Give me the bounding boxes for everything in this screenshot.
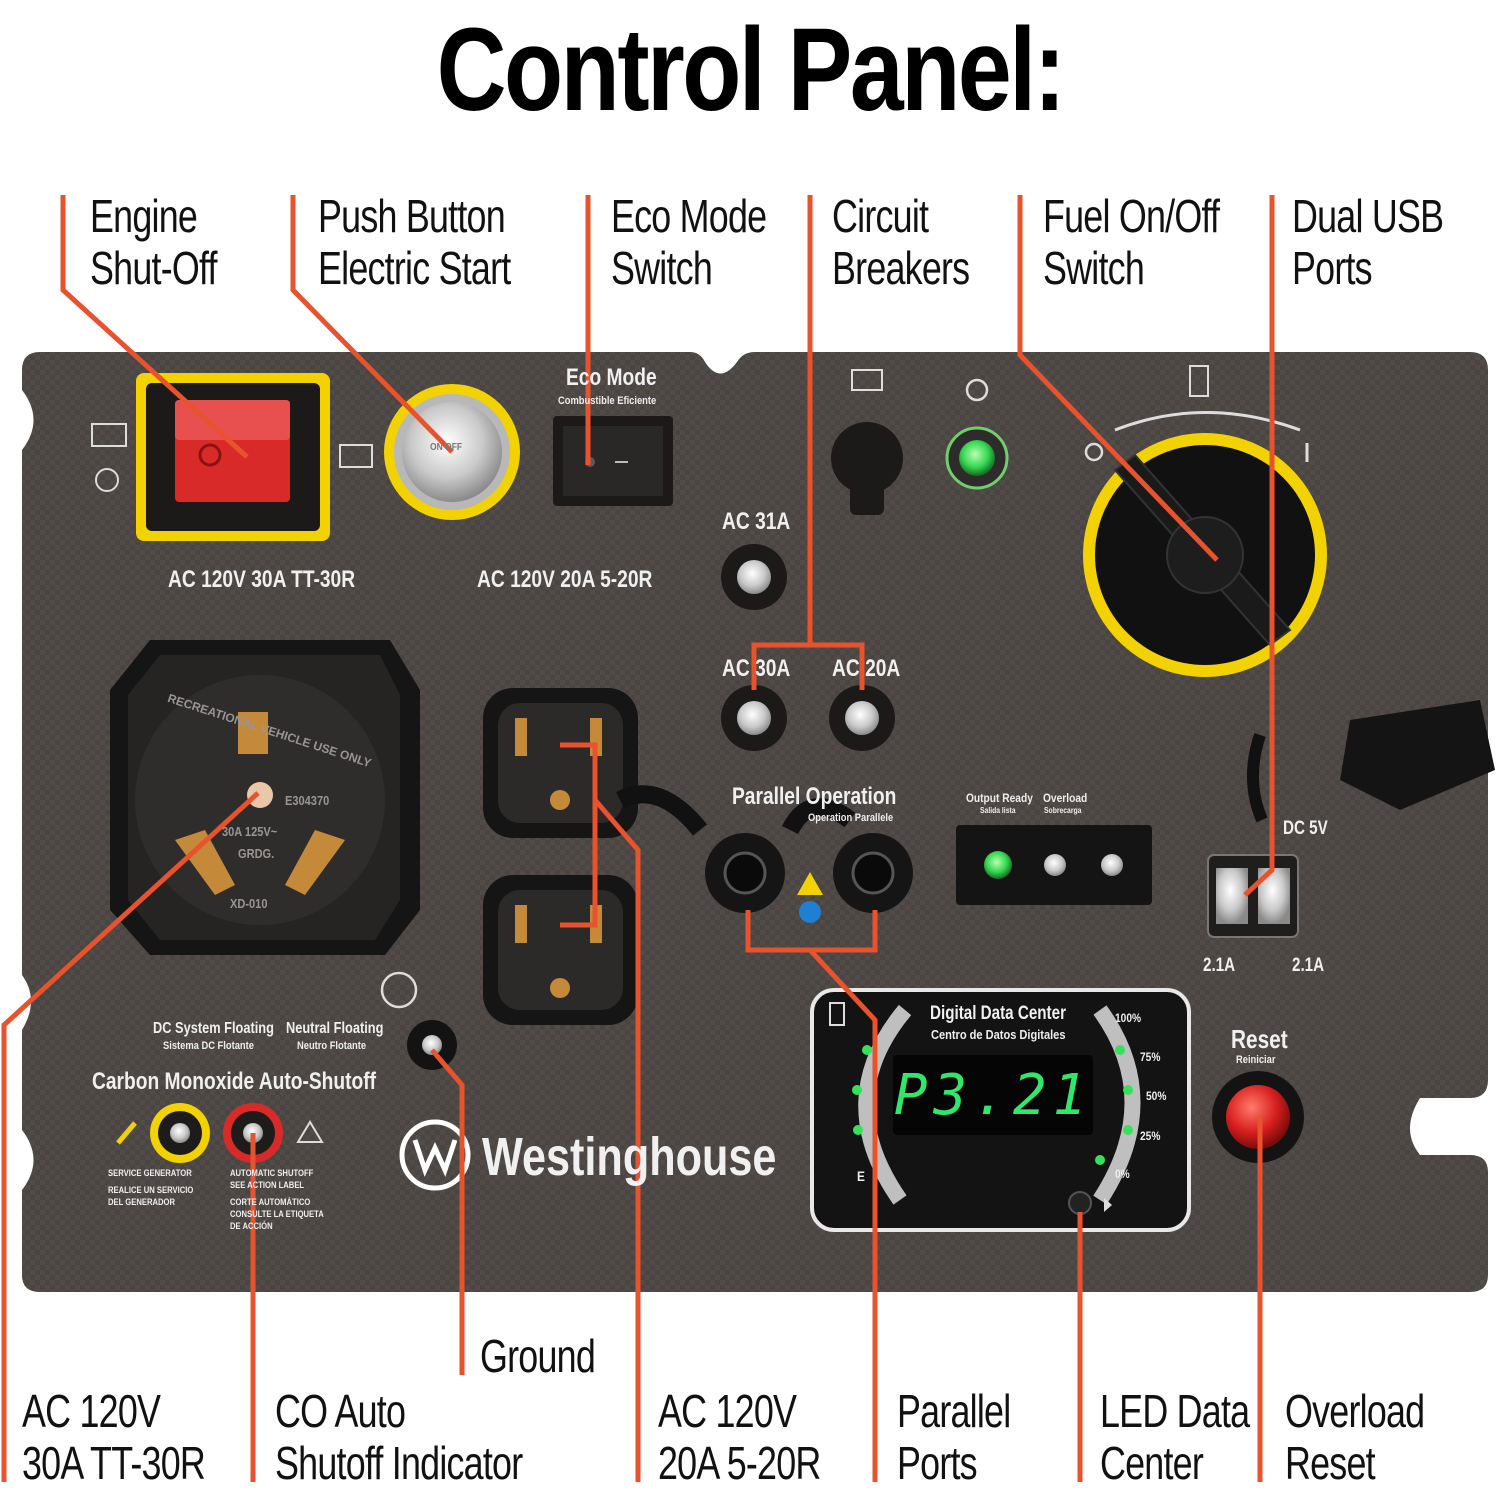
callout-fuel-switch: Fuel On/Off Switch — [1043, 190, 1220, 294]
westinghouse-logo — [399, 1119, 471, 1191]
overload-led — [1044, 854, 1066, 876]
callout-led-data-center: LED Data Center — [1100, 1385, 1250, 1489]
neutral-floating-label: Neutral Floating — [286, 1020, 384, 1037]
auto-shutoff-label-es-2: CONSULTE LA ETIQUETA — [230, 1209, 324, 1219]
usb-cover — [1340, 700, 1495, 810]
gauge-25: 25% — [1140, 1129, 1161, 1143]
lcd-readout: P3.21 — [893, 1063, 1093, 1128]
ddc-subtitle: Centro de Datos Digitales — [931, 1027, 1066, 1042]
page-title: Control Panel: — [436, 4, 1066, 136]
dc-5v-label: DC 5V — [1283, 818, 1328, 839]
ddc-mode-button — [1068, 1191, 1092, 1215]
callout-ac-30a: AC 120V 30A TT-30R — [22, 1385, 206, 1489]
service-generator-label: SERVICE GENERATOR — [108, 1168, 192, 1178]
callout-co-indicator: CO Auto Shutoff Indicator — [275, 1385, 523, 1489]
gauge-0: 0% — [1115, 1167, 1130, 1181]
power-led — [959, 440, 995, 476]
service-generator-label-es: REALICE UN SERVICIO — [108, 1185, 194, 1195]
eco-mode-label: Eco Mode — [566, 364, 657, 391]
westinghouse-wordmark: Westinghouse — [482, 1127, 777, 1187]
overload-label: Overload — [1043, 791, 1088, 805]
reset-label: Reset — [1231, 1024, 1288, 1054]
breaker-20a-label: AC 20A — [832, 655, 901, 682]
gauge-100: 100% — [1115, 1011, 1142, 1025]
auto-shutoff-label-es-3: DE ACCIÓN — [230, 1221, 273, 1231]
output-ready-led — [984, 851, 1012, 879]
reset-sublabel: Reiniciar — [1236, 1054, 1276, 1066]
usb-left-rating: 2.1A — [1203, 955, 1236, 976]
callout-push-start: Push Button Electric Start — [318, 190, 511, 294]
callout-usb-ports: Dual USB Ports — [1292, 190, 1444, 294]
callout-overload-reset: Overload Reset — [1285, 1385, 1425, 1489]
outlet-embossed-rating: 30A 125V~ — [222, 824, 278, 839]
co-shutoff-label: Carbon Monoxide Auto-Shutoff — [92, 1068, 377, 1095]
push-start-on-off: ON OFF — [430, 442, 463, 453]
dc-floating-label: DC System Floating — [153, 1020, 274, 1037]
gauge-75: 75% — [1140, 1050, 1161, 1064]
eco-mode-sublabel: Combustible Eficiente — [558, 395, 657, 407]
auto-shutoff-label-es: CORTE AUTOMÁTICO — [230, 1197, 311, 1207]
parallel-operation-label: Parallel Operation — [732, 783, 897, 810]
breaker-30a-label: AC 30A — [722, 655, 791, 682]
outlet-embossed-code: E304370 — [285, 793, 330, 808]
service-generator-label-es-2: DEL GENERADOR — [108, 1197, 176, 1207]
outlet-30a-label: AC 120V 30A TT-30R — [168, 566, 356, 593]
callout-circuit-breakers: Circuit Breakers — [832, 190, 970, 294]
breaker-31a-label: AC 31A — [722, 508, 791, 535]
neutral-floating-sublabel: Neutro Flotante — [297, 1040, 367, 1052]
dc-floating-sublabel: Sistema DC Flotante — [163, 1040, 254, 1052]
auto-shutoff-label-2: SEE ACTION LABEL — [230, 1180, 305, 1190]
ddc-title: Digital Data Center — [930, 1003, 1066, 1024]
outlet-20a-label: AC 120V 20A 5-20R — [477, 566, 653, 593]
callout-parallel-ports: Parallel Ports — [897, 1385, 1011, 1489]
output-ready-label: Output Ready — [966, 791, 1033, 805]
auto-shutoff-label: AUTOMATIC SHUTOFF — [230, 1168, 314, 1178]
fuel-empty-label: E — [857, 1168, 865, 1184]
callout-engine-shutoff: Engine Shut-Off — [90, 190, 218, 294]
overload-sublabel: Sobrecarga — [1044, 806, 1082, 815]
callout-eco-mode: Eco Mode Switch — [611, 190, 767, 294]
output-ready-sublabel: Salida lista — [980, 806, 1016, 815]
gauge-50: 50% — [1146, 1089, 1167, 1103]
callout-ground: Ground — [480, 1330, 596, 1382]
outlet-embossed-model: XD-010 — [230, 896, 268, 911]
outlet-embossed-grdg: GRDG. — [238, 846, 275, 861]
lcd-display: P3.21 — [893, 1055, 1093, 1135]
parallel-operation-sublabel: Operation Parallele — [808, 812, 894, 824]
callout-ac-20a: AC 120V 20A 5-20R — [658, 1385, 821, 1489]
leader-lines — [1, 195, 1275, 1482]
oil-led — [1101, 854, 1123, 876]
usb-right-rating: 2.1A — [1292, 955, 1325, 976]
